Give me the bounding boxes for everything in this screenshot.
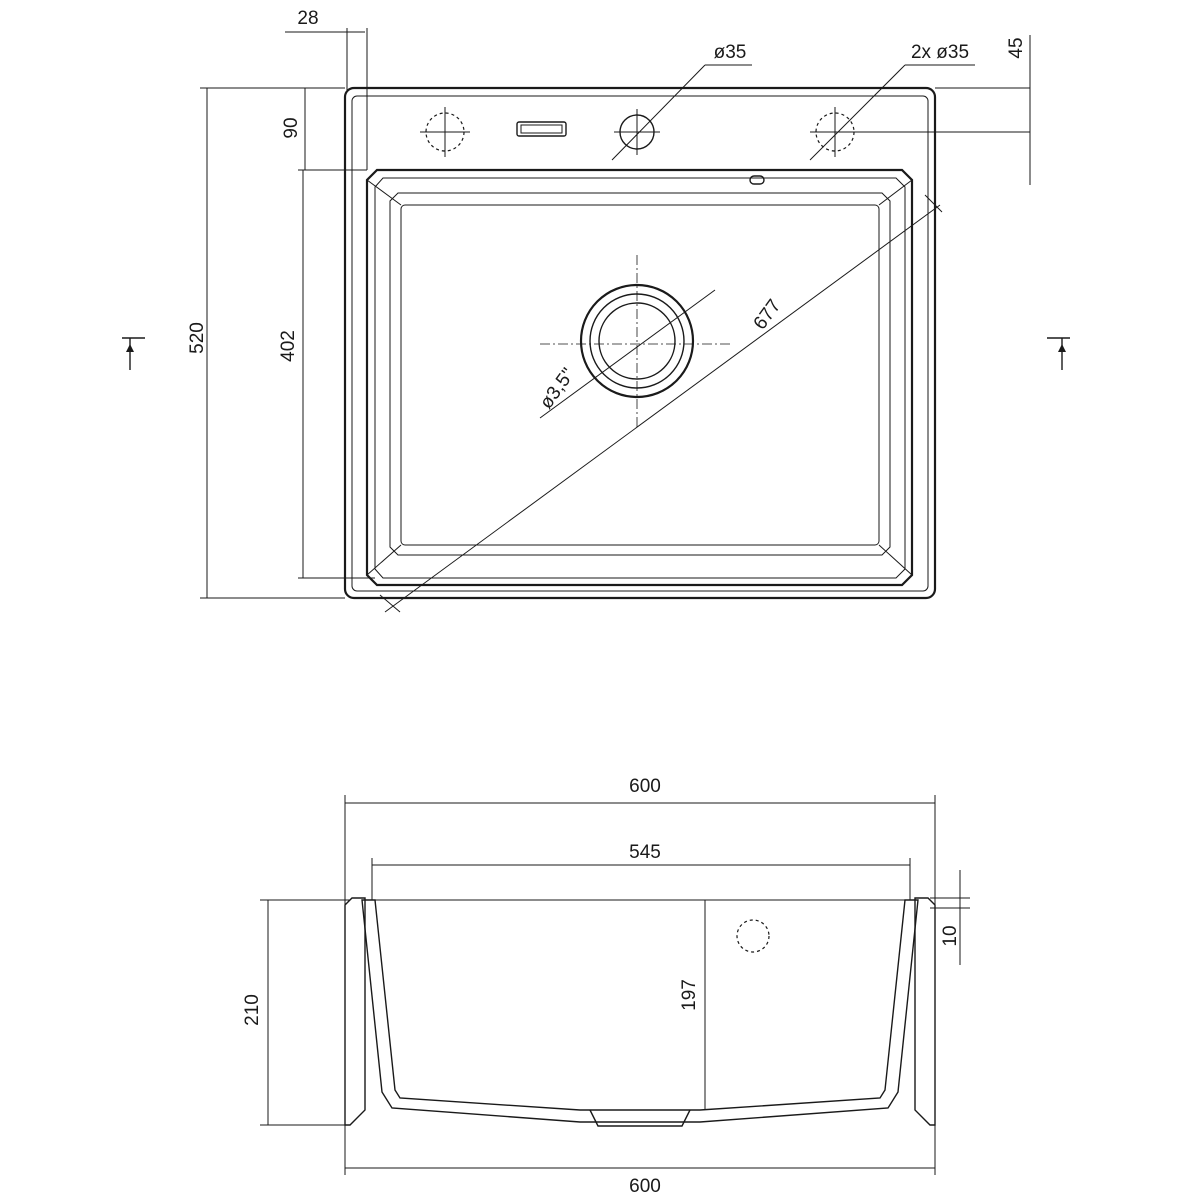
section-marker-left xyxy=(122,337,145,370)
bowl-section xyxy=(361,899,919,1123)
dim-total-depth-label: 520 xyxy=(187,322,208,354)
left-wall-section xyxy=(344,897,366,1126)
dim-hole-offset-label: 45 xyxy=(1006,37,1027,58)
dim-bowl-depth-label: 402 xyxy=(278,330,299,362)
drain-section xyxy=(589,1109,691,1127)
dim-bowl-width-label: 545 xyxy=(629,842,661,863)
overflow-slot xyxy=(516,121,567,137)
dim-drain-label: ø3,5" xyxy=(536,364,579,413)
bowl-slope xyxy=(389,192,891,556)
dim-tap-hole-label: ø35 xyxy=(714,42,747,63)
overflow-hole xyxy=(736,919,770,953)
bowl-edge xyxy=(374,177,906,579)
sink-outline xyxy=(343,86,937,600)
dim-total-height-label: 210 xyxy=(242,994,263,1026)
dim-extra-holes-label: 2x ø35 xyxy=(911,42,969,63)
top-view: 28 ø35 2x ø35 45 520 90 402 677 ø3,5" xyxy=(122,8,1070,613)
right-wall-section xyxy=(914,897,936,1126)
dim-total-width-top-label: 600 xyxy=(629,776,661,797)
bowl-outline xyxy=(365,168,914,587)
dim-total-width-bottom-label: 600 xyxy=(629,1176,661,1197)
optional-hole-left xyxy=(420,107,470,157)
dim-diagonal-label: 677 xyxy=(750,296,786,334)
dim-rim-offset-label: 28 xyxy=(297,8,318,29)
dim-back-deck-label: 90 xyxy=(281,117,302,138)
optional-hole-right xyxy=(810,107,1030,157)
overflow-icon xyxy=(749,175,765,185)
dim-rim-thickness-label: 10 xyxy=(940,925,961,946)
sink-rim xyxy=(351,95,929,592)
section-view: 600 545 210 197 10 600 xyxy=(242,776,970,1197)
drain xyxy=(540,255,730,430)
dim-bowl-height-label: 197 xyxy=(679,979,700,1011)
bowl-bottom xyxy=(400,204,880,546)
section-marker-right xyxy=(1047,337,1070,370)
tap-hole xyxy=(614,109,660,155)
